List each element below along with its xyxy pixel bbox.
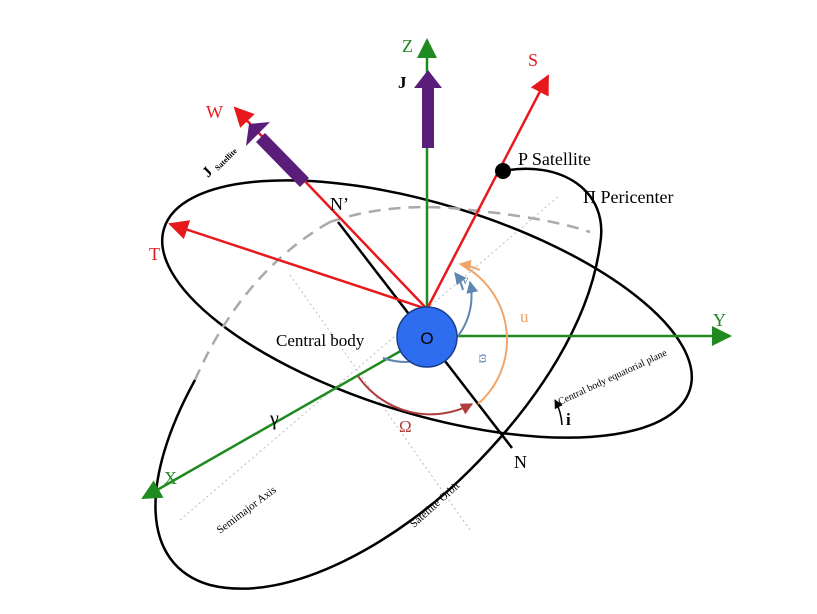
orbit-hidden-arc [329,205,591,234]
s-axis-line [425,74,550,310]
orbit-diagonal-guide [289,274,471,531]
y-axis-label: Y [713,310,726,330]
j-vector [414,70,442,148]
node-label: N [514,452,527,472]
u-arc [461,264,509,405]
s-axis-label: S [528,50,538,70]
satellite-orbit-ellipse [154,167,603,590]
u-arc-head [458,259,481,272]
central-body [396,306,458,368]
omega-big-label: Ω [399,417,412,436]
pericenter-label: Π Pericenter [583,187,673,207]
satellite-dot [495,163,511,179]
nu-label: ν [462,273,468,288]
j-label: J [398,73,407,92]
inclination-arc [554,399,563,426]
central-body-label: Central body [276,331,365,350]
svg-text:Satellite: Satellite [213,146,239,172]
orbit-hidden-arc-left [193,220,331,381]
origin-label: O [420,329,433,348]
n-prime-label: N’ [330,194,349,214]
omega-small-label: ϖ [475,354,490,363]
equatorial-plane-label: Central body equatorial plane [557,347,670,407]
t-axis-label: T [149,244,160,264]
z-axis-label: Z [402,36,413,56]
gamma-label: γ [269,408,279,430]
x-axis-label: X [164,468,177,488]
u-label: u [520,307,529,326]
x-axis-line [141,334,428,500]
j-satellite-label: J Satellite [200,146,240,181]
satellite-orbit-label: Satellite Orbit [408,480,462,530]
w-axis-label: W [206,102,223,122]
t-axis-line [168,220,428,311]
inclination-label: i [566,410,571,429]
semimajor-axis-guide [179,194,561,521]
semimajor-axis-label: Semimajor Axis [215,484,279,536]
omega-big-arc [357,375,474,416]
satellite-label: P Satellite [518,149,591,169]
nu-arc [454,272,467,291]
j-satellite-vector [246,122,309,187]
